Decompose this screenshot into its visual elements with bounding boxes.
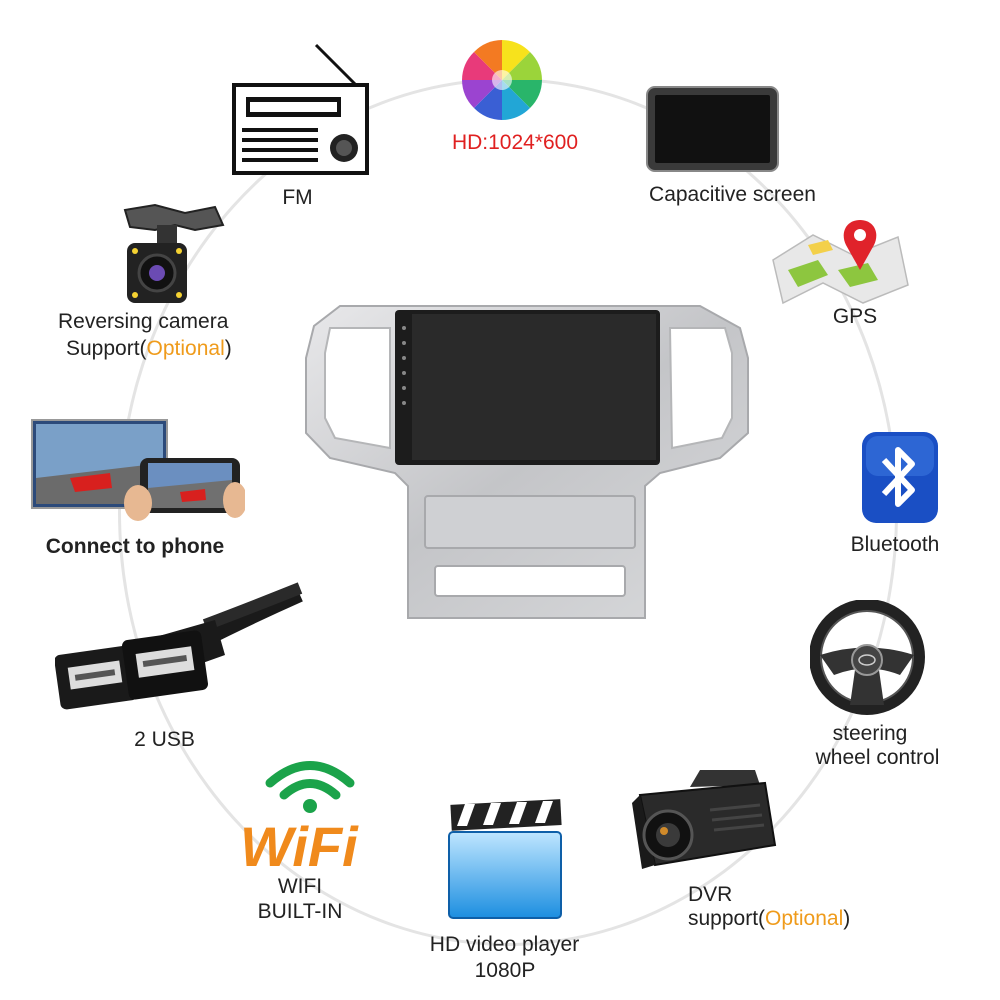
- video-label-line2: 1080P: [474, 959, 536, 982]
- steering-wheel-icon: [810, 600, 925, 715]
- map-pin-icon: [772, 220, 909, 305]
- monitor-icon: [646, 86, 779, 172]
- bluetooth-label: Bluetooth: [850, 533, 940, 556]
- connect-to-phone-label: Connect to phone: [45, 535, 225, 558]
- usb-label: 2 USB: [134, 728, 195, 751]
- fm-label: FM: [282, 186, 313, 209]
- reversing-camera-label: Reversing camera: [58, 310, 229, 333]
- dvr-support-suffix: ): [843, 907, 851, 930]
- phone-mirroring-icon: [31, 419, 245, 521]
- radio-icon: [232, 43, 369, 175]
- head-unit-image: [305, 305, 749, 619]
- video-label-line1: HD video player: [429, 933, 580, 956]
- dvr-label: DVR: [688, 883, 733, 906]
- dvr-support-prefix: support(: [688, 907, 766, 930]
- hd-resolution-label: HD:1024*600: [451, 131, 579, 154]
- steering-label-line2: wheel control: [815, 746, 940, 769]
- reversing-camera-support: Support(Optional): [66, 337, 266, 361]
- bluetooth-icon: [862, 432, 938, 523]
- wifi-label-line2: BUILT-IN: [257, 900, 343, 923]
- video-clapper-icon: [448, 799, 562, 919]
- camera-icon: [123, 203, 225, 303]
- steering-label-line1: steering: [832, 722, 908, 745]
- gps-label: GPS: [832, 305, 878, 328]
- wifi-label-line1: WIFI: [277, 875, 323, 898]
- support-suffix: ): [224, 337, 232, 360]
- optional-tag: Optional: [146, 337, 225, 360]
- usb-cable-icon: [55, 582, 303, 710]
- color-wheel-icon: [462, 40, 542, 120]
- wifi-icon: WiFi: [240, 761, 359, 873]
- support-prefix: Support(: [66, 337, 147, 360]
- dashcam-icon: [632, 770, 777, 869]
- capacitive-screen-label: Capacitive screen: [649, 183, 816, 206]
- dvr-support-label: support(Optional): [688, 907, 888, 931]
- wifi-logo-text: WiFi: [240, 815, 359, 873]
- dvr-optional-tag: Optional: [765, 907, 844, 930]
